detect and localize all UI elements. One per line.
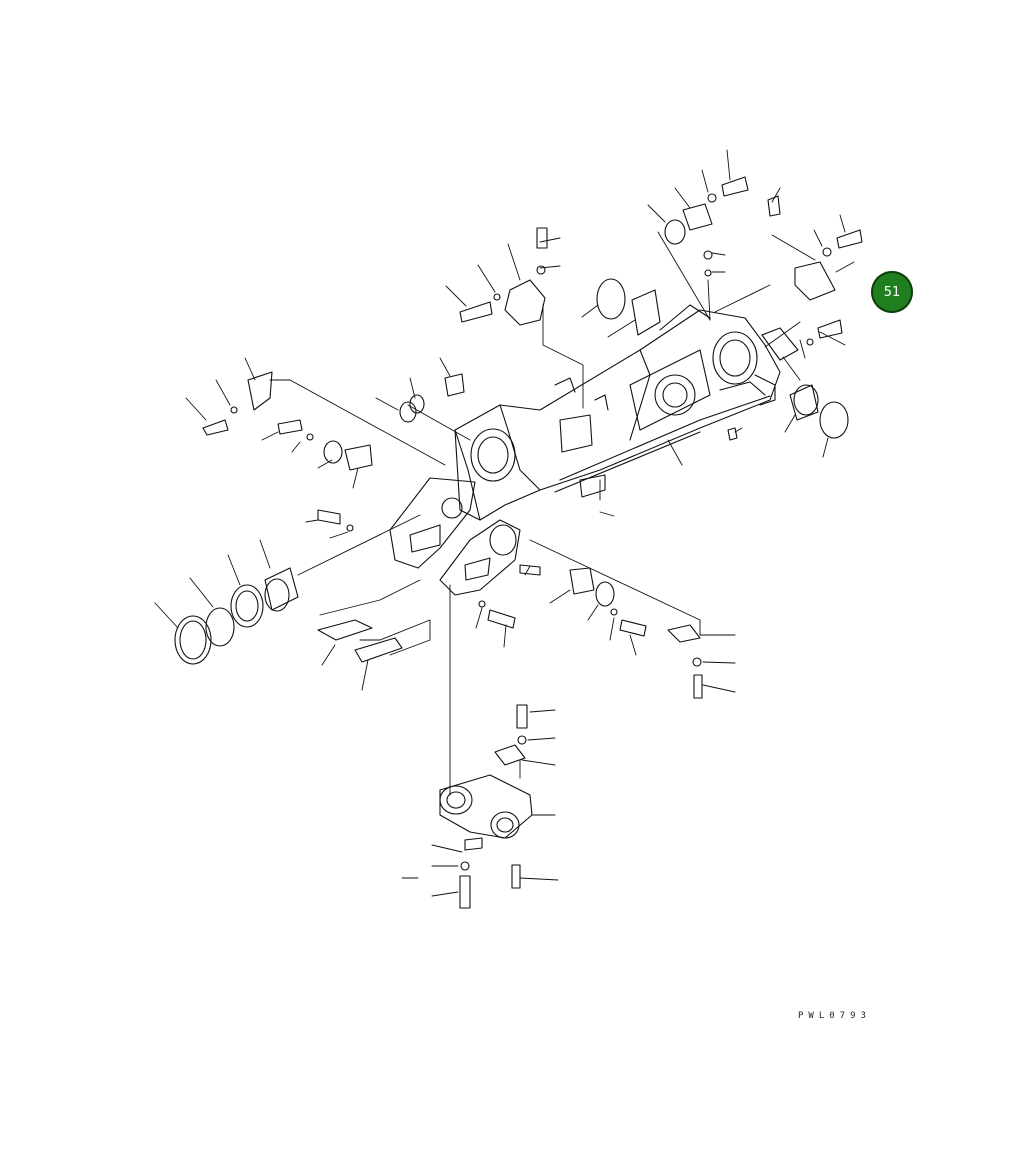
- left-parts: [175, 372, 464, 664]
- lower-parts: [460, 705, 527, 908]
- figure-code: PWL0793: [798, 1011, 871, 1021]
- main-frame: [455, 305, 780, 520]
- callout-badge-label: 51: [883, 284, 901, 300]
- leader-lines: [155, 150, 854, 896]
- front-bracket: [390, 478, 520, 595]
- top-parts: [460, 177, 748, 335]
- callout-badge[interactable]: 51: [871, 271, 913, 313]
- right-parts: [479, 196, 862, 698]
- rear-bracket: [440, 775, 532, 838]
